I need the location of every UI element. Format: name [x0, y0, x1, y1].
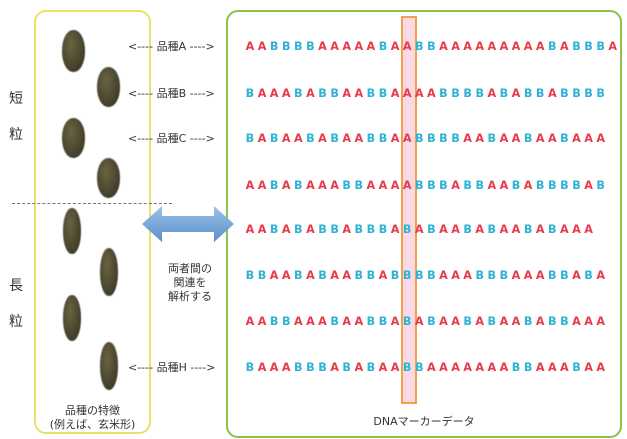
short-grain-label-1: 短 — [9, 91, 23, 107]
variety-label: <---- 品種B ----> — [128, 87, 215, 100]
rice-grain-image — [100, 342, 118, 390]
long-grain-label-1: 長 — [9, 278, 23, 294]
variety-label: <---- 品種H ----> — [128, 361, 216, 374]
dna-caption: DNAマーカーデータ — [373, 415, 475, 428]
rice-grain-image — [97, 67, 120, 107]
association-double-arrow — [142, 206, 234, 242]
long-grain-label-2: 粒 — [9, 314, 23, 330]
rice-grain-image — [63, 295, 81, 341]
short-long-divider — [12, 203, 172, 204]
rice-grain-image — [62, 118, 85, 158]
variety-label: <---- 品種C ----> — [128, 132, 215, 145]
highlighted-marker-column — [401, 16, 417, 404]
rice-grain-image — [63, 208, 81, 254]
rice-grain-image — [62, 30, 85, 72]
variety-label: <---- 品種A ----> — [128, 40, 215, 53]
short-grain-label-2: 粒 — [9, 127, 23, 143]
analysis-note: 両者間の 関連を 解析する — [168, 262, 212, 303]
trait-caption: 品種の特徴 (例えば、玄米形) — [49, 404, 136, 431]
rice-grain-image — [100, 248, 118, 296]
rice-grain-image — [97, 158, 120, 198]
